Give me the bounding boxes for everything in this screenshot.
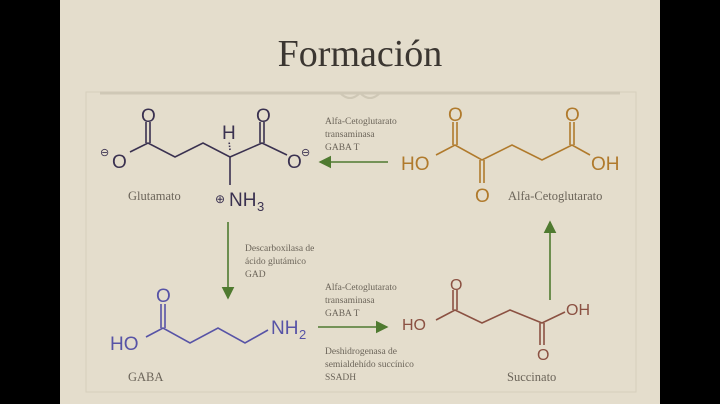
enzyme-line: GABA T bbox=[325, 309, 360, 319]
divider-ornament bbox=[339, 91, 381, 99]
enzyme-line: transaminasa bbox=[325, 296, 375, 306]
enzyme-line: transaminasa bbox=[325, 130, 375, 140]
enzyme-label-mid-below: Deshidrogenasa de semialdehído succínico… bbox=[325, 347, 414, 383]
label-alfa-cetoglutarato: Alfa-Cetoglutarato bbox=[508, 189, 602, 203]
atom-o: O bbox=[448, 105, 463, 126]
enzyme-label-mid-above: Alfa-Cetoglutarato transaminasa GABA T bbox=[325, 282, 397, 319]
minus-charge: ⊖ bbox=[301, 147, 310, 159]
enzyme-line: SSADH bbox=[325, 373, 356, 383]
enzyme-line: semialdehído succínico bbox=[325, 360, 414, 370]
atom-h: H bbox=[222, 123, 236, 144]
enzyme-line: Alfa-Cetoglutarato bbox=[325, 282, 397, 293]
enzyme-line: Deshidrogenasa de bbox=[325, 347, 397, 357]
atom-o: O bbox=[112, 152, 127, 173]
label-gaba: GABA bbox=[128, 370, 163, 384]
atom-o: O bbox=[537, 347, 549, 364]
label-succinato: Succinato bbox=[507, 370, 556, 384]
slide bbox=[60, 0, 660, 404]
enzyme-label-left: Descarboxilasa de ácido glutámico GAD bbox=[245, 244, 314, 280]
slide-title: Formación bbox=[278, 33, 443, 75]
enzyme-line: ácido glutámico bbox=[245, 257, 306, 267]
glutamate-structure bbox=[129, 122, 288, 185]
atom-ho: HO bbox=[402, 317, 426, 334]
atom-nh2: NH bbox=[271, 318, 298, 339]
alpha-ketoglutarate-structure bbox=[435, 122, 591, 183]
atom-o: O bbox=[450, 277, 462, 294]
atom-ho: HO bbox=[110, 334, 139, 355]
subscript: 2 bbox=[299, 327, 306, 342]
label-glutamato: Glutamato bbox=[128, 189, 181, 203]
atom-nh3: NH bbox=[229, 190, 256, 211]
enzyme-line: Descarboxilasa de bbox=[245, 244, 314, 254]
plus-charge: ⊕ bbox=[215, 192, 225, 206]
enzyme-line: Alfa-Cetoglutarato bbox=[325, 116, 397, 127]
atom-ho: HO bbox=[401, 154, 430, 175]
atom-o: O bbox=[156, 286, 171, 307]
subscript: 3 bbox=[257, 199, 264, 214]
atom-o: O bbox=[287, 152, 302, 173]
succinate-structure bbox=[435, 290, 566, 345]
enzyme-line: GABA T bbox=[325, 143, 360, 153]
atom-o: O bbox=[141, 106, 156, 127]
minus-charge: ⊖ bbox=[100, 147, 109, 159]
atom-o: O bbox=[475, 186, 490, 207]
atom-oh: OH bbox=[591, 154, 620, 175]
atom-o: O bbox=[256, 106, 271, 127]
gaba-structure bbox=[145, 304, 269, 344]
atom-o: O bbox=[565, 105, 580, 126]
enzyme-label-top: Alfa-Cetoglutarato transaminasa GABA T bbox=[325, 116, 397, 153]
atom-oh: OH bbox=[566, 302, 590, 319]
enzyme-line: GAD bbox=[245, 270, 266, 280]
